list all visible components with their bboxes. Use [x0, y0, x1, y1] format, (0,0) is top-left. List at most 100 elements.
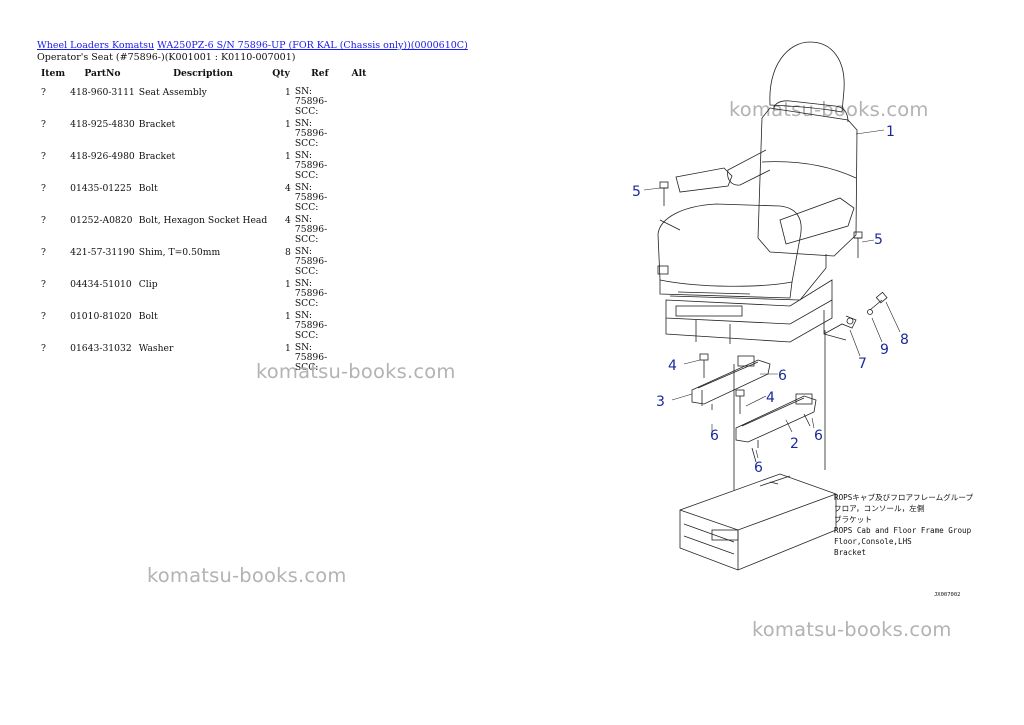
watermark: komatsu-books.com — [752, 618, 952, 641]
diagram-notes: ROPSキャブ及びフロアフレームグループ フロア，コンソール，左側 ブラケット … — [834, 492, 974, 598]
bracket-2-block — [795, 393, 813, 405]
leader-9 — [871, 317, 883, 343]
floor-bracket-edges — [679, 493, 837, 570]
bracket-3-block — [737, 355, 755, 367]
floor-bracket — [679, 473, 837, 571]
cell-item: ? — [41, 343, 46, 354]
leader-5-right — [861, 239, 875, 243]
seat-diagram-svg: 1 5 5 4 3 6 4 6 2 6 6 7 9 8 ROPSキャブ及びフロア… — [632, 41, 974, 598]
cell-description: Bolt — [138, 311, 158, 322]
cell-qty: 4 — [285, 183, 291, 194]
shim-lines-a — [701, 390, 713, 410]
cell-qty: 1 — [285, 311, 291, 322]
floor-bracket-slot — [759, 475, 791, 487]
suspension-top — [665, 279, 833, 325]
floor-bracket-hole — [769, 481, 779, 485]
note-en-line-2: Floor,Console,LHS — [834, 537, 912, 546]
callout-1: 1 — [886, 124, 895, 140]
leader-lines — [643, 129, 901, 459]
cell-qty: 1 — [285, 87, 291, 98]
cell-description: Bolt, Hexagon Socket Head — [138, 215, 268, 226]
bracket-arm — [823, 310, 847, 341]
cell-ref: SN: 75896-SCC: — [294, 118, 328, 149]
cell-description: Clip — [138, 279, 158, 290]
callout-6: 6 — [710, 428, 719, 444]
cell-ref: SN: 75896-SCC: — [294, 246, 328, 277]
watermark: komatsu-books.com — [256, 360, 456, 383]
watermark: komatsu-books.com — [147, 564, 347, 587]
breadcrumb: Wheel Loaders Komatsu WA250PZ-6 S/N 7589… — [37, 40, 468, 51]
note-jp-line-1: ROPSキャブ及びフロアフレームグループ — [834, 492, 974, 502]
cell-qty: 8 — [285, 247, 291, 258]
suspension-legs — [695, 320, 731, 344]
slide-rail-top — [677, 291, 751, 295]
bolt-5-right-head — [853, 231, 863, 239]
cell-description: Bracket — [138, 119, 176, 130]
header-item: Item — [41, 68, 66, 79]
callout-5: 5 — [632, 184, 641, 200]
cell-qty: 1 — [285, 279, 291, 290]
floor-bracket-plate — [711, 529, 739, 541]
cell-alt — [347, 117, 371, 149]
right-armrest-pad — [779, 197, 855, 245]
cell-item: ? — [41, 151, 46, 162]
cell-description: Bracket — [138, 151, 176, 162]
leader-6-c — [811, 417, 815, 429]
cell-alt — [347, 213, 371, 245]
cell-alt — [347, 181, 371, 213]
note-en-line-1: ROPS Cab and Floor Frame Group — [834, 526, 972, 535]
callout-6: 6 — [778, 368, 787, 384]
parts-table: Item PartNo Description Qty Ref Alt ?418… — [37, 66, 371, 373]
headrest-shape — [769, 41, 845, 113]
leader-1 — [855, 129, 885, 135]
shim-lines-b — [751, 440, 759, 463]
cell-item: ? — [41, 215, 46, 226]
left-armrest — [727, 149, 771, 186]
cell-partno: 01435-01225 — [70, 183, 132, 194]
cell-item: ? — [41, 247, 46, 258]
bracket-2 — [735, 395, 817, 443]
callout-4: 4 — [668, 358, 677, 374]
cell-description: Shim, T=0.50mm — [138, 247, 221, 258]
cell-partno: 01643-31032 — [70, 343, 132, 354]
callout-6: 6 — [814, 428, 823, 444]
cell-item: ? — [41, 119, 46, 130]
leader-3 — [671, 393, 693, 401]
floor-bracket-detail — [683, 523, 735, 555]
cell-qty: 1 — [285, 119, 291, 130]
callout-8: 8 — [900, 332, 909, 348]
parts-table-header: Item PartNo Description Qty Ref Alt — [37, 66, 371, 81]
bolt-4-lower-head — [735, 389, 745, 397]
cell-description: Seat Assembly — [138, 87, 207, 98]
bolts — [659, 181, 888, 414]
callout-5: 5 — [874, 232, 883, 248]
seat-backrest — [757, 107, 858, 257]
seat-cushion — [657, 203, 802, 287]
leader-4-lower — [745, 395, 767, 407]
bolt-5-right — [854, 237, 862, 258]
suspension-bottom — [665, 300, 833, 343]
leader-4-upper — [683, 359, 701, 365]
cell-partno: 418-925-4830 — [70, 119, 135, 130]
breadcrumb-link-wheel-loaders[interactable]: Wheel Loaders Komatsu — [37, 40, 155, 51]
left-armrest-pad — [675, 167, 733, 193]
cell-ref: SN: 75896-SCC: — [294, 150, 328, 181]
header-ref: Ref — [311, 67, 329, 79]
leader-7 — [849, 329, 861, 357]
drawing-code: JX007002 — [934, 592, 961, 598]
note-jp-line-2: フロア，コンソール，左側 — [834, 503, 925, 513]
callout-2: 2 — [790, 436, 799, 452]
suspension-label-plate — [675, 305, 743, 317]
cell-ref: SN: 75896-SCC: — [294, 86, 328, 117]
breadcrumb-link-model[interactable]: WA250PZ-6 S/N 75896-UP (FOR KAL (Chassis… — [157, 40, 468, 51]
header-partno: PartNo — [84, 68, 121, 79]
